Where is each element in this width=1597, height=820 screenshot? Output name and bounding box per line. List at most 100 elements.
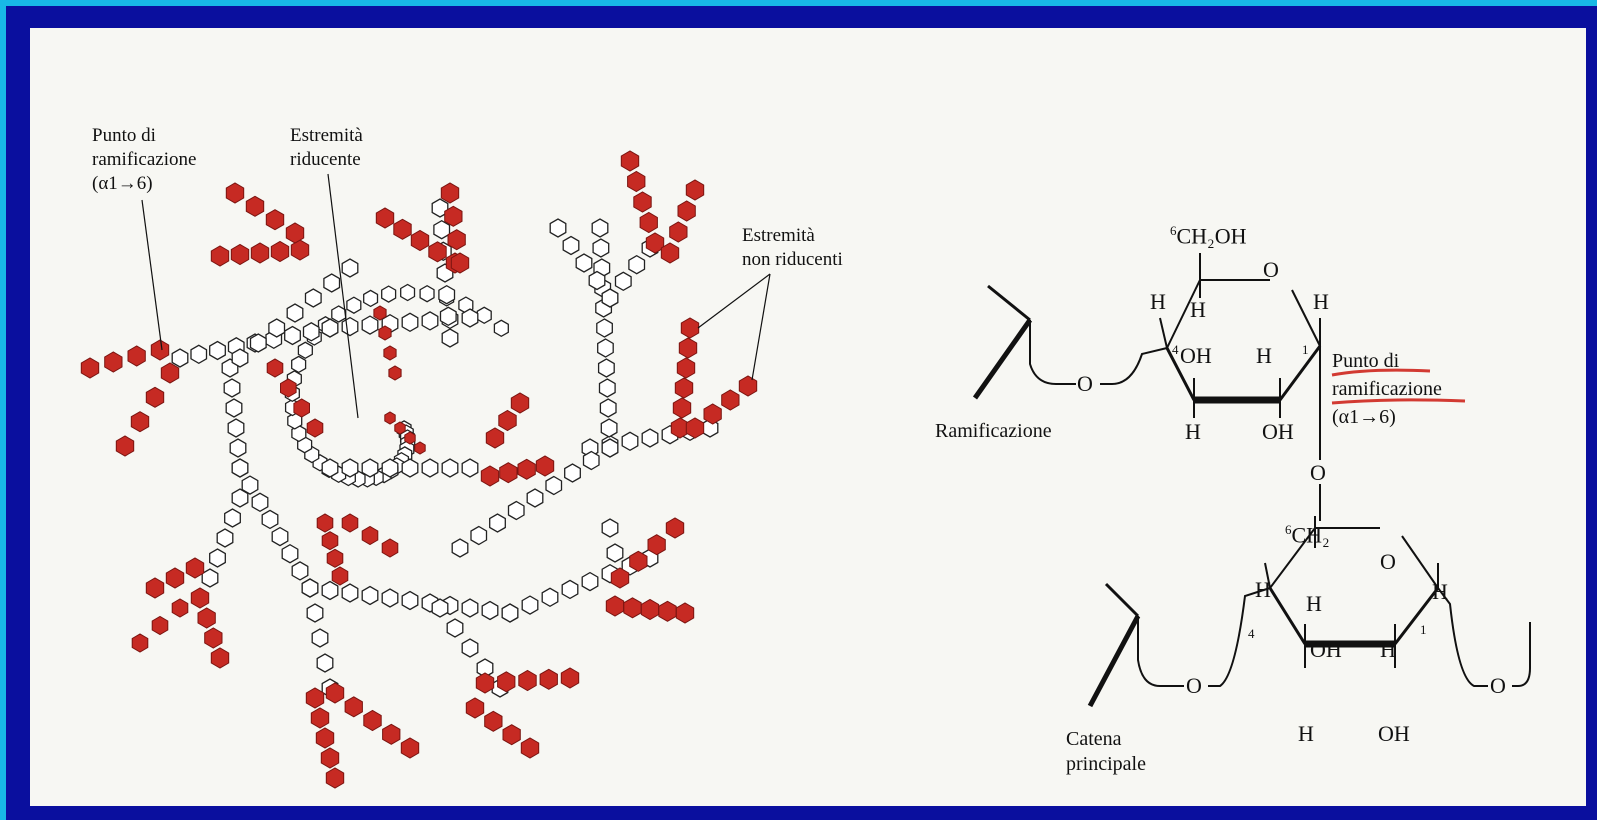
nonreducing-end-residue — [611, 568, 628, 588]
nonreducing-end-residue — [503, 725, 520, 745]
nonreducing-end-residue — [389, 366, 401, 380]
nonreducing-end-residue — [481, 466, 498, 486]
glucose-residue-chain — [422, 312, 438, 330]
bottom-link-oxygen-left: O — [1186, 674, 1202, 697]
nonreducing-end-residue — [271, 242, 288, 262]
glucose-residue-chain — [442, 329, 458, 347]
nonreducing-end-residue — [621, 151, 638, 171]
glucose-residue-chain — [322, 459, 338, 477]
top-h-c5: H — [1190, 298, 1206, 321]
nonreducing-end-residue — [670, 222, 687, 242]
ch2oh-text: CH₂OH — [1177, 223, 1247, 248]
nonreducing-end-residue — [342, 514, 358, 532]
top-h-c1: H — [1313, 290, 1329, 313]
nonreducing-end-residue — [722, 390, 739, 410]
nonreducing-end-residue — [311, 708, 328, 728]
nonreducing-end-residue — [267, 359, 283, 377]
bottom-c4-index: 4 — [1248, 622, 1255, 645]
glycosidic-oxygen: O — [1310, 461, 1326, 484]
bottom-h-c1: H — [1432, 580, 1448, 603]
nonreducing-end-residue — [146, 578, 163, 598]
nonreducing-end-residue — [327, 549, 343, 567]
glucose-residue-chain — [447, 619, 463, 637]
glucose-residue-chain — [362, 587, 378, 605]
nonreducing-end-residue — [132, 634, 148, 652]
glucose-residue-chain — [228, 419, 244, 437]
glucose-residue-chain — [462, 459, 478, 477]
nonreducing-end-leader-line — [698, 274, 770, 328]
nonreducing-end-residue — [326, 768, 343, 788]
top-oh-c3: OH — [1180, 344, 1212, 367]
glucose-residue-chain — [217, 529, 233, 547]
c6-ch2oh-label: 6CH₂OH — [1170, 219, 1247, 247]
top-ring-oxygen: O — [1263, 258, 1279, 281]
glucose-residue-chain — [347, 297, 361, 313]
nonreducing-end-residue — [317, 514, 333, 532]
nonreducing-end-residue — [251, 243, 268, 263]
bottom-c1-index: 1 — [1420, 618, 1427, 641]
glucose-residue-chain — [402, 592, 418, 610]
glucose-residue-chain — [502, 604, 518, 622]
nonreducing-end-residue — [291, 240, 308, 260]
glucose-residue-chain — [298, 342, 312, 358]
glucose-residue-chain — [362, 459, 378, 477]
glucose-residue-chain — [322, 319, 338, 337]
glucose-residue-chain — [304, 323, 320, 341]
glucose-residue-chain — [224, 379, 240, 397]
glucose-residue-chain — [282, 545, 298, 563]
glucose-residue-chain — [597, 319, 613, 337]
main-chain-line1: Catena — [1066, 728, 1122, 751]
glucose-residue-chain — [401, 285, 415, 301]
top-oh-c2-bottom: OH — [1262, 420, 1294, 443]
nonreducing-end-residue — [641, 600, 658, 620]
nonreducing-end-residue — [451, 253, 468, 273]
nonreducing-end-residue — [498, 672, 515, 692]
nonreducing-end-residue — [500, 463, 517, 483]
glucose-residue-chain — [601, 419, 617, 437]
bottom-oh-c2-bottom: OH — [1378, 722, 1410, 745]
nonreducing-end-residue — [307, 419, 323, 437]
ch2-text: CH₂ — [1292, 522, 1330, 547]
nonreducing-end-residue — [231, 245, 248, 265]
glucose-residue-chain — [642, 429, 658, 447]
nonreducing-end-residue — [198, 608, 215, 628]
top-c4-index: 4 — [1172, 338, 1179, 361]
top-link-oxygen: O — [1077, 372, 1093, 395]
nonreducing-end-residue — [676, 603, 693, 623]
glucose-residue-chain — [402, 313, 418, 331]
nonreducing-end-residue — [166, 568, 183, 588]
nonreducing-end-residue — [385, 412, 395, 424]
glucose-residue-chain — [324, 274, 340, 292]
glucose-residue-chain — [527, 489, 543, 507]
bottom-h-c3-bottom: H — [1298, 722, 1314, 745]
glucose-residue-chain — [312, 629, 328, 647]
reducing-end-leader-line — [328, 174, 358, 418]
nonreducing-end-residue — [661, 243, 678, 263]
glucose-residue-chain — [272, 528, 288, 546]
glucose-residue-chain — [490, 514, 506, 532]
nonreducing-end-residue — [362, 527, 378, 545]
glucose-residue-chain — [306, 289, 322, 307]
nonreducing-end-residue — [634, 192, 651, 212]
nonreducing-end-residue — [561, 668, 578, 688]
branch-point-leader-line — [142, 200, 162, 350]
nonreducing-end-residue — [205, 628, 222, 648]
glucose-residue-chain — [420, 286, 434, 302]
glucose-residue-chain — [477, 307, 491, 323]
glucose-residue-chain — [342, 259, 358, 277]
nonreducing-end-residue — [116, 436, 133, 456]
nonreducing-end-residue — [364, 711, 381, 731]
nonreducing-end-residue — [226, 183, 243, 203]
glucose-residue-chain — [600, 379, 616, 397]
nonreducing-end-residue — [677, 358, 694, 378]
nonreducing-end-leader-line — [752, 274, 770, 380]
glucose-residue-chain — [230, 439, 246, 457]
nonreducing-end-residue — [345, 697, 362, 717]
nonreducing-end-residue — [81, 358, 98, 378]
glucose-residue-chain — [262, 510, 278, 528]
glucose-residue-chain — [317, 654, 333, 672]
nonreducing-end-residue — [448, 230, 465, 250]
nonreducing-end-residue — [675, 378, 692, 398]
glucose-residue-chain — [452, 539, 468, 557]
